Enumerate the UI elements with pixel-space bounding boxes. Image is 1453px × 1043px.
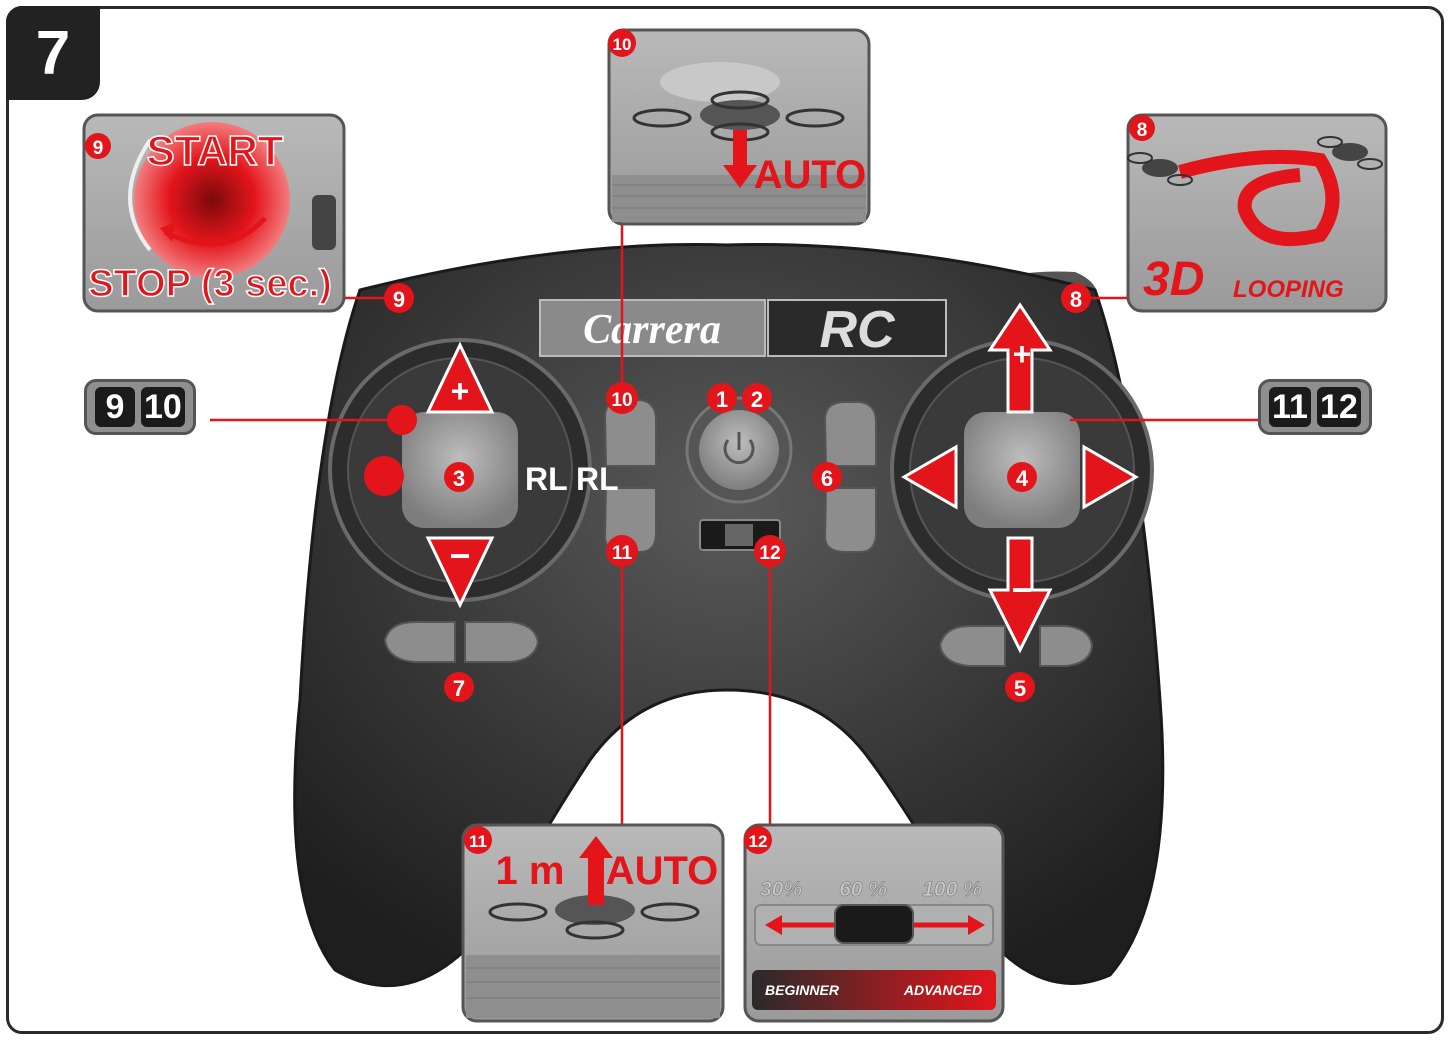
callout-4: 4 bbox=[1016, 466, 1029, 491]
panel-3d-looping: 8 3D LOOPING bbox=[1126, 113, 1388, 313]
panel-9-badge: 9 bbox=[93, 138, 104, 159]
callout-8: 8 bbox=[1070, 287, 1082, 312]
start-label: START bbox=[147, 127, 284, 174]
panel-12-badge: 12 bbox=[749, 832, 768, 851]
forward-plus-sign: + bbox=[1013, 336, 1032, 372]
panel-start-stop: 9 START STOP (3 sec.) bbox=[82, 113, 346, 313]
drone-icon bbox=[488, 895, 700, 940]
panel-11-badge: 11 bbox=[469, 832, 487, 851]
drone-icon bbox=[1317, 136, 1383, 170]
diagram-frame bbox=[6, 6, 1444, 1034]
trim-buttons-left[interactable] bbox=[383, 621, 540, 663]
right-arrow bbox=[1082, 444, 1140, 510]
key-12: 12 bbox=[1316, 387, 1361, 427]
panel-8-badge: 8 bbox=[1137, 120, 1148, 141]
looping-3d-label: 3D bbox=[1143, 253, 1204, 306]
brand-logo-mark: RC bbox=[819, 301, 896, 359]
drone-icon bbox=[1127, 152, 1193, 186]
right-stick-arrows: + − bbox=[900, 302, 1140, 654]
rotor-guard-icon bbox=[128, 138, 152, 252]
throttle-down-arrow bbox=[425, 536, 495, 609]
left-arrow bbox=[900, 444, 958, 510]
key-box-right: 11 12 bbox=[1258, 379, 1372, 435]
down-arrow-icon bbox=[723, 130, 757, 188]
forward-arrow bbox=[987, 302, 1053, 414]
speed-60-label: 60 % bbox=[839, 878, 887, 901]
throttle-minus-sign: − bbox=[449, 535, 470, 576]
advanced-label: ADVANCED bbox=[903, 982, 982, 998]
callout-12: 12 bbox=[759, 543, 780, 564]
center-buttons-right[interactable] bbox=[823, 401, 877, 553]
brand-plate: Carrera RC bbox=[539, 299, 947, 359]
controller-callouts: 1 2 3 4 5 6 7 8 9 10 11 12 bbox=[384, 283, 1091, 702]
panel-auto-land: 10 AUTO bbox=[607, 28, 871, 226]
callout-11: 11 bbox=[612, 543, 633, 564]
panel-10-badge: 10 bbox=[613, 35, 632, 54]
key-box-left: 9 10 bbox=[84, 379, 196, 435]
key-10: 10 bbox=[141, 387, 185, 427]
callout-2: 2 bbox=[751, 387, 763, 412]
leader-lines bbox=[210, 222, 1258, 825]
key-9: 9 bbox=[95, 387, 135, 427]
speed-slider-knob-icon bbox=[834, 904, 914, 944]
throttle-plus-sign: + bbox=[451, 373, 470, 409]
step-number: 7 bbox=[6, 6, 100, 100]
backward-arrow bbox=[987, 536, 1053, 654]
speed-30-label: 30% bbox=[760, 878, 802, 901]
red-dot-marker bbox=[364, 456, 404, 496]
auto-takeoff-label: AUTO bbox=[606, 849, 719, 893]
callout-10: 10 bbox=[611, 390, 632, 411]
callout-7: 7 bbox=[453, 676, 465, 701]
callout-5: 5 bbox=[1014, 676, 1026, 701]
callout-3: 3 bbox=[453, 466, 465, 491]
callout-9: 9 bbox=[393, 287, 405, 312]
ground-grid-icon bbox=[466, 967, 720, 999]
backward-minus-sign: − bbox=[1011, 569, 1032, 610]
stop-label: STOP (3 sec.) bbox=[88, 263, 332, 305]
speed-100-label: 100 % bbox=[922, 878, 982, 901]
takeoff-height-label: 1 m bbox=[496, 849, 565, 893]
shoulder-button-detail-icon bbox=[312, 195, 336, 250]
beginner-label: BEGINNER bbox=[765, 982, 840, 998]
rotate-label: RL RL bbox=[525, 461, 619, 497]
throttle-up-arrow bbox=[425, 341, 495, 414]
key-11: 11 bbox=[1269, 387, 1311, 427]
callout-6: 6 bbox=[821, 466, 833, 491]
panel-speed-selector: 30% 60 % 100 % BEGINNER ADVANCED 12 bbox=[743, 823, 1005, 1023]
brand-logo-text: Carrera bbox=[583, 307, 721, 353]
auto-land-label: AUTO bbox=[754, 153, 867, 197]
power-button[interactable] bbox=[685, 396, 793, 504]
looping-word-label: LOOPING bbox=[1233, 276, 1344, 303]
trim-buttons-right[interactable] bbox=[938, 625, 1094, 667]
panel-auto-takeoff: 11 1 m AUTO bbox=[461, 823, 725, 1023]
loop-path-icon bbox=[1178, 149, 1340, 247]
rotation-arrow-icon bbox=[163, 216, 267, 247]
up-arrow-icon bbox=[579, 836, 613, 905]
callout-1: 1 bbox=[716, 387, 728, 412]
spinning-rotor-icon bbox=[134, 122, 290, 278]
